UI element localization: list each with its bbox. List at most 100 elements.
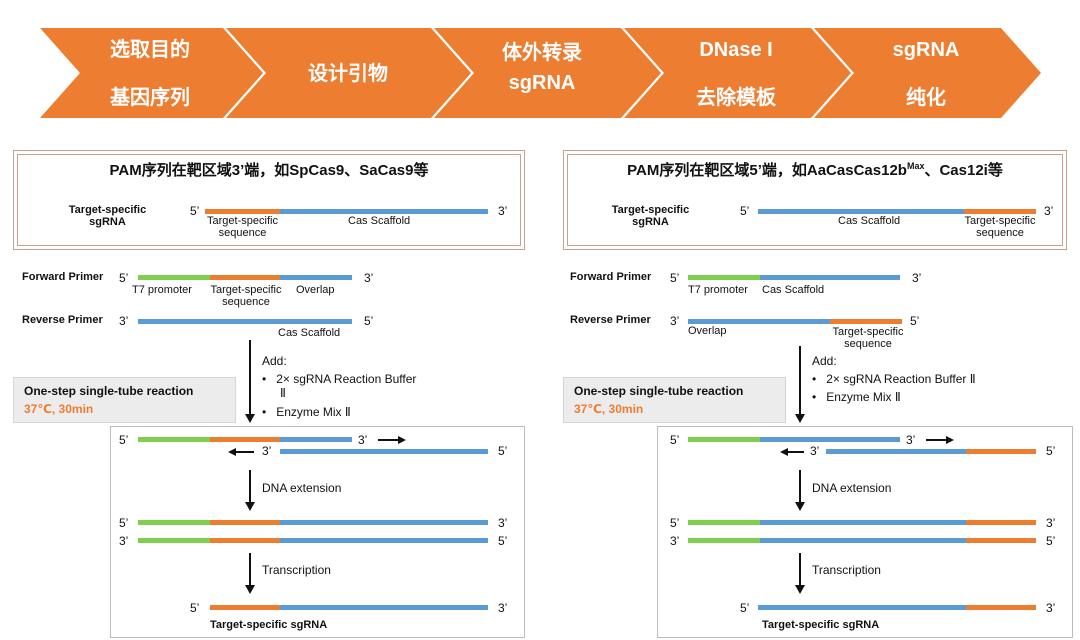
left-sgrna-target-segment [205, 209, 280, 214]
right-add-item-1: • 2× sgRNA Reaction Buffer Ⅱ [812, 372, 976, 386]
left-fwd-5prime: 5’ [119, 271, 129, 285]
step-chevron-4 [624, 28, 851, 118]
right-ds1-scaffold [760, 520, 966, 525]
right-r1-extension-arrow [926, 439, 946, 441]
right-condition-box: One-step single-tube reaction 37℃, 30min [563, 377, 786, 423]
step-chevron-2 [226, 28, 471, 118]
left-fwd-target-segment [210, 275, 280, 280]
left-ds1-5prime: 5’ [119, 516, 129, 530]
left-r1-overlap [280, 437, 352, 442]
right-final-target [966, 605, 1036, 610]
left-ds1-3prime: 3’ [498, 516, 508, 530]
left-reaction-box [110, 426, 525, 638]
right-r1-3prime: 3’ [906, 433, 916, 447]
right-final-5prime: 5’ [740, 601, 750, 615]
right-ds2-target [966, 538, 1036, 543]
left-add-arrow-shaft [249, 340, 251, 416]
left-ds1-t7 [138, 520, 210, 525]
right-add-arrowhead [795, 414, 805, 423]
left-r1-3prime: 3’ [358, 433, 368, 447]
right-r2-extension-arrow [788, 451, 804, 453]
left-rev-scaffold-label: Cas Scaffold [278, 327, 341, 339]
right-ds2-3prime: 3’ [670, 534, 680, 548]
left-r1-5prime: 5’ [119, 433, 129, 447]
left-result-label: Target-specific sgRNA [210, 619, 328, 631]
left-add-arrowhead [245, 414, 255, 423]
left-ds2-t7 [138, 538, 210, 543]
left-ds2-scaffold [280, 538, 488, 543]
left-header-box: PAM序列在靶区域3’端，如SpCas9、SaCas9等 [13, 150, 525, 250]
right-final-3prime: 3’ [1046, 601, 1056, 615]
right-r2-overlap [826, 449, 966, 454]
right-ds2-5prime: 5’ [1046, 534, 1056, 548]
right-final-scaffold [758, 605, 966, 610]
right-rev-5prime: 5’ [910, 314, 920, 328]
right-ext-arrow-shaft [799, 470, 801, 504]
left-tx-arrow-shaft [249, 553, 251, 587]
right-ds1-3prime: 3’ [1046, 516, 1056, 530]
right-t7-label: T7 promoter [688, 284, 748, 296]
left-condition-box: One-step single-tube reaction 37℃, 30min [13, 377, 236, 423]
left-ds1-target [210, 520, 280, 525]
right-fwd-3prime: 3’ [912, 271, 922, 285]
right-sgrna-5prime: 5’ [740, 204, 750, 218]
workflow-banner [40, 28, 1041, 118]
right-ext-arrowhead [795, 502, 805, 511]
right-add-arrow-shaft [799, 346, 801, 416]
right-r2-5prime: 5’ [1046, 444, 1056, 458]
left-add-label: Add: [262, 354, 287, 368]
right-r1-5prime: 5’ [670, 433, 680, 447]
left-sgrna-3prime: 3’ [498, 204, 508, 218]
left-reverse-primer-label: Reverse Primer [22, 314, 103, 326]
left-ext-arrow-shaft [249, 470, 251, 504]
right-ds2-t7 [688, 538, 760, 543]
right-reaction-box [657, 426, 1073, 638]
right-add-item-2: • Enzyme Mix Ⅱ [812, 390, 901, 404]
right-tx-arrowhead [795, 585, 805, 594]
left-sgrna-scaffold-label: Cas Scaffold [348, 215, 411, 227]
left-fwd-overlap-segment [280, 275, 352, 280]
step-chevron-1 [40, 28, 263, 118]
left-t7-label: T7 promoter [132, 284, 192, 296]
left-sgrna-scaffold-segment [280, 209, 488, 214]
right-ds2-scaffold [760, 538, 966, 543]
left-r2-scaffold [280, 449, 488, 454]
right-r1-scaffold [760, 437, 900, 442]
right-add-label: Add: [812, 354, 837, 368]
right-forward-primer-label: Forward Primer [570, 271, 652, 283]
right-ds1-target [966, 520, 1036, 525]
left-overlap-label: Overlap [296, 284, 335, 296]
left-dna-extension-label: DNA extension [262, 481, 342, 495]
left-r1-target [210, 437, 280, 442]
right-transcription-label: Transcription [812, 563, 881, 577]
right-fwd-scaffold-label: Cas Scaffold [762, 284, 825, 296]
left-transcription-label: Transcription [262, 563, 331, 577]
left-fwd-3prime: 3’ [364, 271, 374, 285]
left-final-5prime: 5’ [190, 601, 200, 615]
left-r1-extension-arrow [378, 439, 398, 441]
left-final-target [210, 605, 280, 610]
right-tx-arrow-shaft [799, 553, 801, 587]
right-r2-3prime: 3’ [810, 444, 820, 458]
step-chevron-3 [434, 28, 661, 118]
left-rev-5prime: 5’ [364, 314, 374, 328]
left-r2-extension-arrow [236, 451, 254, 453]
right-dna-extension-label: DNA extension [812, 481, 892, 495]
right-r1-t7 [688, 437, 760, 442]
left-ds2-target [210, 538, 280, 543]
right-sgrna-scaffold-segment [758, 209, 964, 214]
right-sgrna-3prime: 3’ [1044, 204, 1054, 218]
right-panel-title: PAM序列在靶区域5’端，如AaCasCas12bMax、Cas12i等 [627, 161, 1003, 179]
right-r2-target [966, 449, 1036, 454]
left-ds2-3prime: 3’ [119, 534, 129, 548]
right-fwd-t7-segment [688, 275, 760, 280]
right-r2-arrowhead [780, 448, 788, 456]
